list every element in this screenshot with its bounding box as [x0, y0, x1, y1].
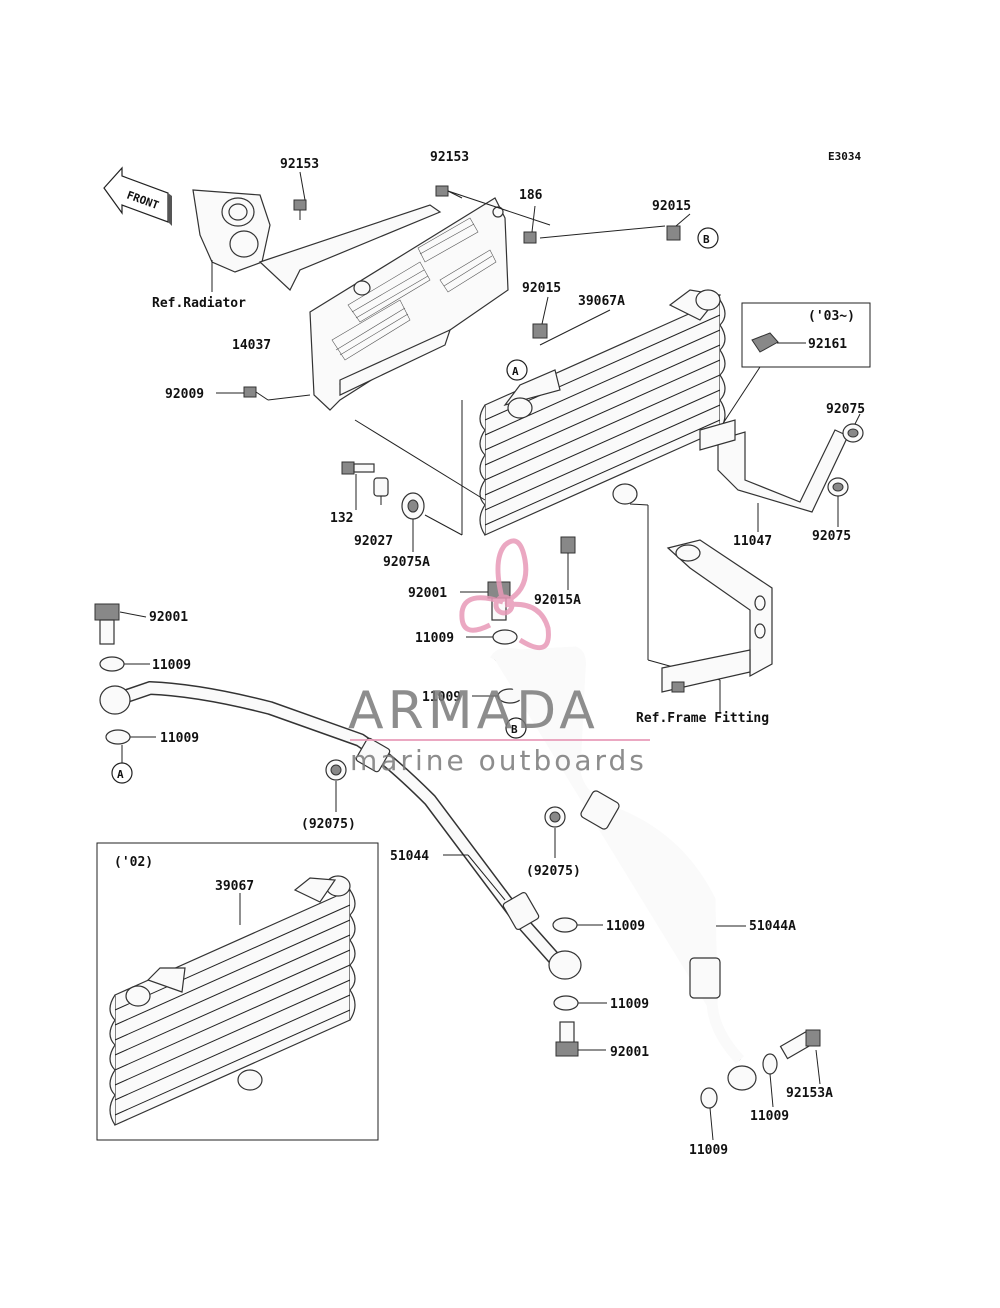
- svg-text:B: B: [511, 723, 518, 736]
- collar-92027: [373, 477, 389, 497]
- label-11047: 11047: [733, 534, 772, 549]
- washer-11009-g: [762, 1053, 778, 1075]
- bolt-92153-b: [435, 185, 463, 199]
- ref-radiator-label: Ref.Radiator: [152, 296, 246, 311]
- banjo-bolt-92001-bottom: [555, 1021, 579, 1057]
- label-186: 186: [519, 188, 543, 203]
- label-92161: 92161: [808, 337, 847, 352]
- watermark: ARMADA marine outboards: [348, 538, 650, 777]
- watermark-propeller-icon: [459, 538, 551, 651]
- washer-11009-e: [552, 917, 578, 933]
- bolt-132: [341, 461, 375, 475]
- oil-cooler-guard: [258, 197, 509, 411]
- callout-b-mid: B: [505, 717, 527, 739]
- frame-fitting-bracket: [661, 539, 773, 693]
- radiator-reference: [192, 189, 271, 292]
- grommet-92075-d: [544, 806, 566, 828]
- svg-text:A: A: [512, 365, 519, 378]
- variant-02-label: ('02): [114, 855, 153, 870]
- bracket-11047: [699, 419, 849, 513]
- label-92009: 92009: [165, 387, 204, 402]
- clip-92015a: [560, 536, 576, 554]
- label-92001-b: 92001: [149, 610, 188, 625]
- variant-03-label: ('03~): [808, 309, 855, 324]
- label-92075-c: (92075): [301, 817, 356, 832]
- clip-92015-b: [532, 323, 548, 339]
- label-92001-a: 92001: [408, 586, 447, 601]
- oil-hose-51044: [99, 680, 582, 980]
- label-11009-g: 11009: [750, 1109, 789, 1124]
- variant-02-box: [96, 842, 379, 1141]
- label-92015-a: 92015: [652, 199, 691, 214]
- label-39067: 39067: [215, 879, 254, 894]
- label-92075-d: (92075): [526, 864, 581, 879]
- ref-frame-label: Ref.Frame Fitting: [636, 711, 769, 726]
- label-92075a: 92075A: [383, 555, 430, 570]
- label-51044a: 51044A: [749, 919, 796, 934]
- grommet-92075a: [401, 492, 425, 520]
- bolt-92153-a: [293, 199, 307, 220]
- label-11009-c: 11009: [422, 690, 461, 705]
- washer-11009-c: [99, 656, 125, 672]
- oil-hose-51044a: [490, 646, 757, 1091]
- label-11009-h: 11009: [689, 1143, 728, 1158]
- label-92027: 92027: [354, 534, 393, 549]
- label-11009-b: 11009: [152, 658, 191, 673]
- svg-text:A: A: [117, 768, 124, 781]
- clip-92015-a: [666, 225, 681, 241]
- nut-186: [523, 231, 537, 244]
- label-14037: 14037: [232, 338, 271, 353]
- watermark-brand: ARMADA: [348, 681, 599, 741]
- grommet-92075-c: [325, 759, 347, 781]
- label-92153a: 92153A: [786, 1086, 833, 1101]
- grommet-92075-a: [842, 423, 864, 443]
- label-11009-e: 11009: [606, 919, 645, 934]
- variant-03-box: [719, 302, 871, 429]
- svg-text:B: B: [703, 233, 710, 246]
- label-51044: 51044: [390, 849, 429, 864]
- label-11009-d: 11009: [160, 731, 199, 746]
- washer-11009-d: [105, 729, 131, 745]
- label-11009-f: 11009: [610, 997, 649, 1012]
- label-92075-b: 92075: [812, 529, 851, 544]
- label-92153-a: 92153: [280, 157, 319, 172]
- washer-11009-h: [700, 1087, 718, 1109]
- diagram-code: E3034: [828, 150, 861, 163]
- label-92001-c: 92001: [610, 1045, 649, 1060]
- bolt-92009: [243, 386, 269, 401]
- oil-cooler-39067a: [479, 289, 726, 536]
- callout-a-top: A: [506, 359, 528, 381]
- label-92015a: 92015A: [534, 593, 581, 608]
- watermark-tagline: marine outboards: [350, 744, 647, 777]
- label-92015-b: 92015: [522, 281, 561, 296]
- callout-b-top: B: [697, 227, 719, 249]
- callout-a-left: A: [111, 762, 133, 784]
- label-132: 132: [330, 511, 353, 526]
- label-92153-b: 92153: [430, 150, 469, 165]
- washer-11009-a: [492, 629, 518, 645]
- banjo-bolt-92001-left: [94, 603, 120, 645]
- grommet-92075-b: [827, 477, 849, 497]
- front-arrow: FRONT: [103, 166, 172, 226]
- label-92075-a: 92075: [826, 402, 865, 417]
- washer-11009-f: [553, 995, 579, 1011]
- label-39067a: 39067A: [578, 294, 625, 309]
- label-11009-a: 11009: [415, 631, 454, 646]
- banjo-bolt-92153a: [779, 1029, 821, 1060]
